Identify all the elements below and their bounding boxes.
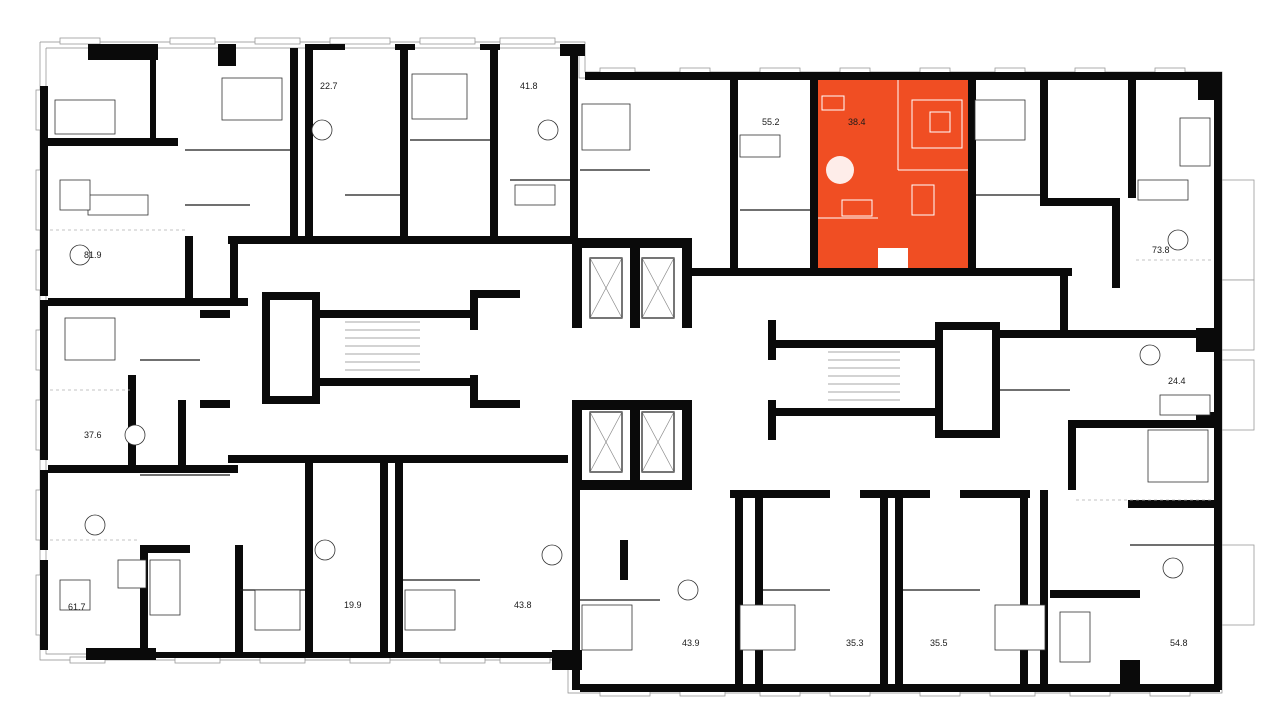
area-label-a9: 61.7 [68,602,86,612]
furniture [54,73,1211,663]
area-label-a11: 43.8 [514,600,532,610]
area-label-a3: 55.2 [762,117,780,127]
area-label-a10: 19.9 [344,600,362,610]
area-label-a6: 81.9 [84,250,102,260]
stairs [345,321,900,401]
area-label-a5: 73.8 [1152,245,1170,255]
area-label-a12: 43.9 [682,638,700,648]
apartment-selected[interactable] [818,78,968,268]
area-label-a7: 37.6 [84,430,102,440]
area-label-a2: 41.8 [520,81,538,91]
windows [35,37,1191,697]
area-label-a14: 35.5 [930,638,948,648]
area-labels: 22.7 41.8 55.2 38.4 73.8 81.9 37.6 24.4 … [68,81,1188,648]
area-label-a4: 38.4 [848,117,866,127]
walls [40,44,1222,692]
area-label-a1: 22.7 [320,81,338,91]
area-label-a15: 54.8 [1170,638,1188,648]
partitions [50,139,1214,601]
elevators [589,257,675,473]
area-label-a13: 35.3 [846,638,864,648]
area-label-a8: 24.4 [1168,376,1186,386]
